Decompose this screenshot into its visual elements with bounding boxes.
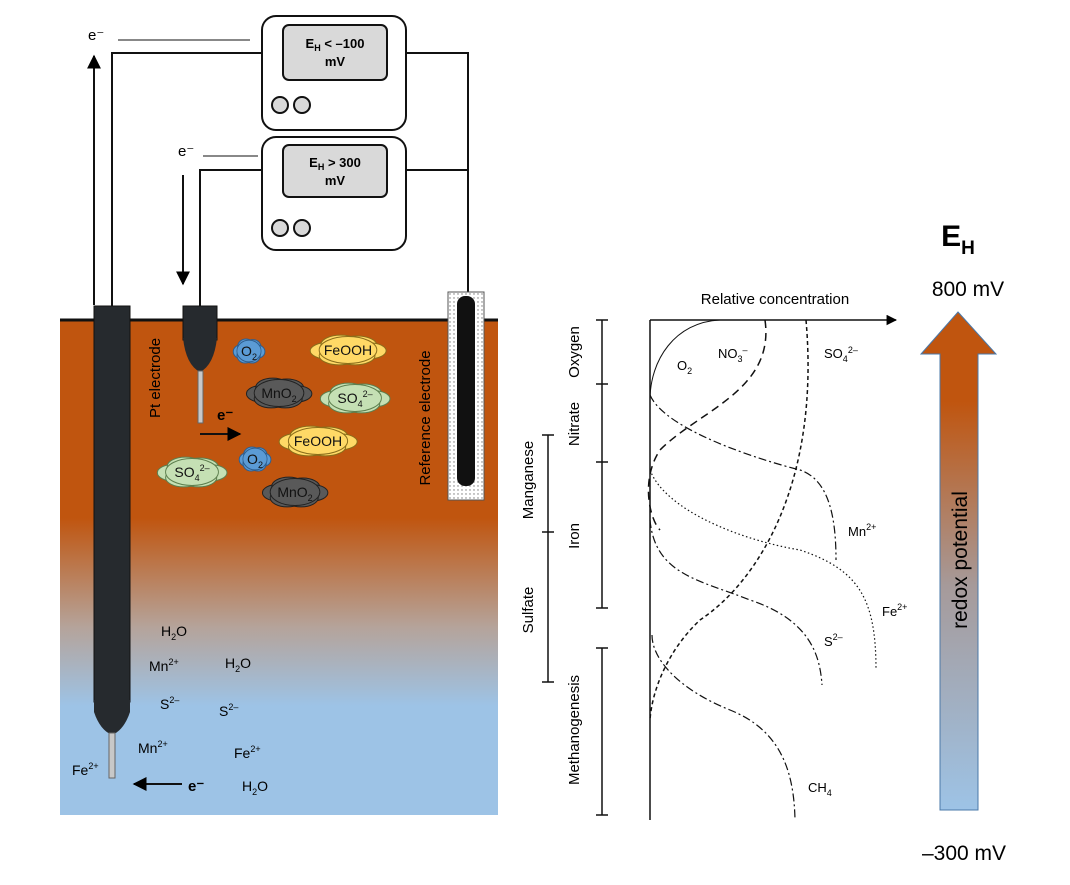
reference-electrode (447, 291, 485, 501)
eh-top-label: 800 mV (932, 278, 1004, 301)
chart-x-axis-label: Relative concentration (701, 291, 849, 308)
series-line-so4 (649, 319, 809, 721)
series-label-s: S2– (824, 632, 843, 649)
meter-1-unit: mV (325, 54, 346, 69)
species-cloud-label: O2 (247, 451, 263, 470)
eh-scale: EH 800 mV redox potential –300 mV (919, 220, 1006, 865)
species-cloud-label: SO42– (337, 389, 372, 409)
meter-1: EH < –100 mV (261, 15, 407, 131)
meter-2: EH > 300 mV (261, 136, 407, 251)
meter-2-display (282, 144, 388, 198)
zone-methanogenesis: Methanogenesis (566, 675, 583, 785)
zone-manganese: Manganese (520, 441, 537, 519)
eh-title: EH (941, 220, 975, 259)
zone-oxygen: Oxygen (566, 326, 583, 378)
concentration-chart: Relative concentration O2 NO3– SO42– Mn2… (647, 291, 907, 821)
eh-bottom-label: –300 mV (922, 842, 1006, 865)
meter-1-display (282, 24, 388, 81)
species-cloud: O2 (238, 446, 272, 472)
species-cloud-label: O2 (241, 343, 257, 362)
species-cloud: FeOOH (309, 334, 387, 366)
zone-sulfate: Sulfate (520, 587, 537, 634)
reduced-species-label: Fe2+ (234, 744, 261, 761)
reduced-species-label: Mn2+ (138, 739, 168, 756)
series-line-o2 (649, 319, 721, 401)
series-line-mn (649, 394, 837, 561)
reduced-species: H2O Mn2+ H2O S2– S2– Mn2+ Fe2+ Fe2+ H2O (72, 623, 268, 797)
species-cloud: MnO2 (261, 476, 329, 508)
species-cloud: FeOOH (278, 425, 358, 457)
series-label-fe: Fe2+ (882, 602, 907, 619)
pt-electron-label: e⁻ (217, 407, 233, 424)
reference-electrode-label: Reference electrode (417, 350, 434, 485)
reduced-species-label: Fe2+ (72, 761, 99, 778)
pt-electrode (182, 305, 218, 424)
series-label-o2: O2 (677, 358, 692, 376)
reduced-species-label: S2– (219, 702, 238, 719)
pt-electrode-label: Pt electrode (147, 338, 164, 418)
series-label-ch4: CH4 (808, 780, 832, 798)
meter-2-reading: EH > 300 (309, 155, 361, 172)
reduced-species-label: Mn2+ (149, 657, 179, 674)
series-label-mn: Mn2+ (848, 522, 876, 539)
reduced-species-label: H2O (225, 655, 251, 674)
species-cloud: O2 (232, 338, 266, 364)
series-label-no3: NO3– (718, 345, 748, 364)
zone-labels: Oxygen Nitrate Iron Methanogenesis Manga… (520, 326, 583, 785)
species-cloud-label: FeOOH (324, 342, 372, 358)
reduced-species-label: S2– (160, 695, 179, 712)
species-cloud: SO42– (156, 456, 228, 488)
reduced-species-label: H2O (161, 623, 187, 642)
meter-1-reading: EH < –100 (306, 36, 365, 53)
species-cloud-label: MnO2 (261, 385, 296, 404)
species-cloud-label: SO42– (174, 463, 209, 483)
series-label-so4: SO42– (824, 345, 858, 364)
reduced-species-label: H2O (242, 778, 268, 797)
zone-iron: Iron (566, 523, 583, 549)
electron-label-meter2: e⁻ (178, 143, 194, 160)
meter-2-knob-right (293, 219, 311, 237)
zone-brackets (542, 319, 608, 816)
redox-arrow (919, 311, 998, 811)
meter-2-unit: mV (325, 173, 346, 188)
meter-2-knob-left (271, 219, 289, 237)
species-cloud: MnO2 (245, 377, 313, 409)
meter-1-knob-left (271, 96, 289, 114)
wiring (111, 52, 469, 310)
meter-1-knob-right (293, 96, 311, 114)
series-line-no3 (647, 319, 767, 531)
zone-nitrate: Nitrate (566, 402, 583, 446)
species-cloud-label: FeOOH (294, 433, 342, 449)
redox-arrow-label: redox potential (949, 491, 972, 629)
species-cloud-label: MnO2 (277, 484, 312, 503)
series-line-ch4 (651, 634, 796, 821)
bottom-electron-label: e⁻ (188, 778, 204, 795)
species-cloud: SO42– (319, 382, 391, 414)
long-pt-electrode (93, 305, 131, 779)
series-line-s (649, 519, 823, 686)
electron-label-top: e⁻ (88, 27, 104, 44)
